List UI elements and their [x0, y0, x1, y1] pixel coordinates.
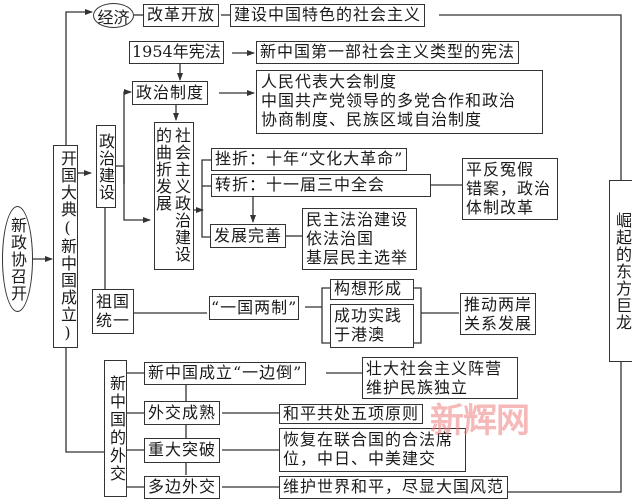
turning-label: 转折：十一届三中全会: [215, 175, 386, 194]
turning-note-node: 平反冤假 错案，政治 体制改革: [462, 158, 558, 220]
constitution-note-node: 新中国第一部社会主义类型的宪法: [256, 41, 520, 64]
system-note-line: 协商制度、民族区域自治制度: [261, 110, 483, 129]
root-node-cppcc: 新政协召开: [2, 206, 33, 312]
socialism-chinese-characteristics-node: 建设中国特色的社会主义: [230, 4, 426, 27]
diplomacy-stage-multilateral: 多边外交: [144, 476, 221, 499]
diplomacy-note-0: 壮大社会主义阵营 维护民族独立: [362, 357, 518, 399]
improvement-node: 发展完善: [210, 224, 287, 248]
turning-note-line: 体制改革: [466, 198, 535, 217]
note-line: 和平共处五项原则: [283, 404, 420, 423]
reform-node: 改革开放: [143, 4, 220, 27]
note-line: 壮大社会主义阵营: [366, 359, 503, 378]
policy-label: “一国两制”: [211, 298, 298, 317]
economy-result-label: 建设中国特色的社会主义: [234, 5, 422, 24]
politics-label: 政治建设: [96, 132, 115, 201]
root-label: 新政协召开: [8, 216, 27, 302]
political-system-node: 政治制度: [132, 81, 209, 105]
tortuous-label: 社会主义政治建设的曲折发展: [153, 127, 191, 263]
constitution-note: 新中国第一部社会主义类型的宪法: [260, 42, 516, 61]
reunification-label: 祖国统一: [96, 292, 131, 330]
diplomacy-stage-lean-to-one-side: 新中国成立“一边倒”: [144, 362, 307, 385]
improve-note-line: 基层民主选举: [306, 248, 409, 267]
concept-formation-node: 构想形成: [330, 279, 414, 300]
stage-label: 新中国成立“一边倒”: [148, 363, 303, 382]
political-system-label: 政治制度: [136, 83, 205, 102]
watermark-logo: 新辉网: [430, 401, 530, 441]
improve-note-line: 民主法治建设: [306, 210, 409, 229]
stage-label: 外交成熟: [148, 403, 217, 422]
improvement-note-node: 民主法治建设 依法治国 基层民主选举: [302, 208, 417, 270]
tortuous-development-node: 社会主义政治建设的曲折发展: [153, 122, 194, 270]
improvement-label: 发展完善: [214, 226, 283, 245]
practice-line: 于港澳: [334, 325, 386, 344]
setback-label: 挫折：十年“文化大革命”: [215, 149, 404, 168]
founding-label: 开国大典(新中国成立): [58, 150, 77, 343]
founding-node: 开国大典(新中国成立): [53, 145, 78, 348]
improve-note-line: 依法治国: [306, 229, 375, 248]
note-line: 位，中日、中美建交: [283, 449, 437, 468]
concept-label: 构想形成: [334, 279, 403, 298]
diplomacy-note-1: 和平共处五项原则: [279, 404, 424, 424]
system-note-line: 人民代表大会制度: [261, 72, 398, 91]
reunification-node: 祖国统一: [92, 289, 134, 334]
turning-note-line: 平反冤假: [466, 160, 535, 179]
diplomacy-stage-mature: 外交成熟: [144, 401, 221, 425]
political-system-note: 人民代表大会制度 中国共产党领导的多党合作和政治 协商制度、民族区域自治制度: [256, 70, 543, 134]
politics-node: 政治建设: [96, 125, 116, 208]
turning-point-node: 转折：十一届三中全会: [211, 174, 431, 197]
endpoint-label: 崛起的东方巨龙: [613, 211, 632, 331]
note-line: 维护世界和平，尽显大国风范: [283, 477, 505, 496]
diplomacy-stage-breakthrough: 重大突破: [144, 438, 221, 463]
cross-strait-node: 推动两岸 关系发展: [460, 293, 536, 335]
economy-node: 经济: [93, 3, 134, 28]
constitution-1954-node: 1954年宪法: [129, 41, 224, 64]
diplomacy-note-3: 维护世界和平，尽显大国风范: [279, 476, 509, 499]
cross-strait-line: 关系发展: [464, 314, 533, 333]
hk-macau-practice-node: 成功实践 于港澳: [330, 304, 414, 348]
cross-strait-line: 推动两岸: [464, 295, 533, 314]
one-country-two-systems-node: “一国两制”: [209, 296, 300, 320]
reform-label: 改革开放: [147, 5, 216, 24]
stage-label: 重大突破: [148, 440, 217, 459]
setback-node: 挫折：十年“文化大革命”: [211, 148, 408, 171]
note-line: 恢复在联合国的合法席: [283, 430, 454, 449]
diplomacy-note-2: 恢复在联合国的合法席 位，中日、中美建交: [279, 428, 466, 472]
rising-dragon-node: 崛起的东方巨龙: [609, 180, 632, 362]
diplomacy-label: 新中国的外交: [107, 374, 126, 483]
system-note-line: 中国共产党领导的多党合作和政治: [261, 91, 517, 110]
note-line: 维护民族独立: [366, 378, 469, 397]
constitution-label: 1954年宪法: [132, 42, 221, 61]
economy-label: 经济: [97, 7, 130, 27]
diplomacy-node: 新中国的外交: [104, 360, 127, 497]
practice-line: 成功实践: [334, 306, 403, 325]
stage-label: 多边外交: [148, 477, 217, 496]
turning-note-line: 错案，政治: [466, 179, 552, 198]
